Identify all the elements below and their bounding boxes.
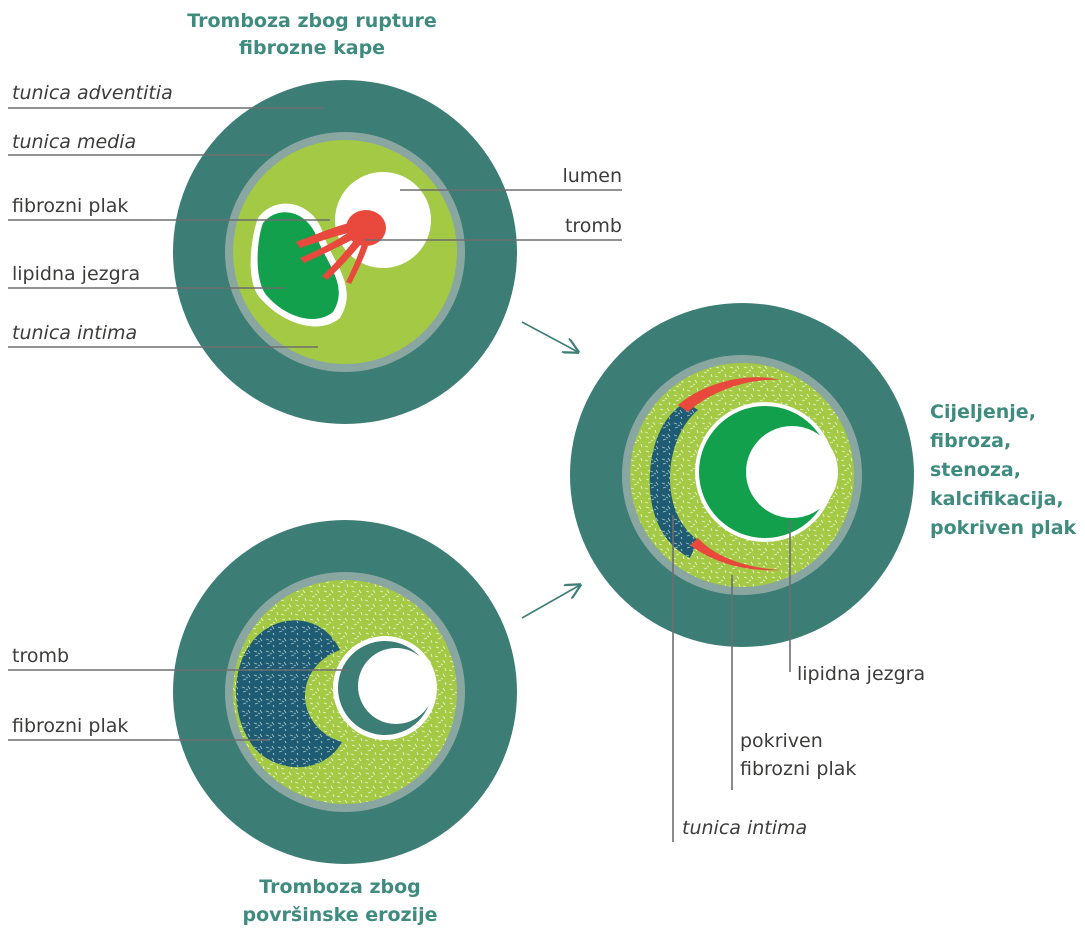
thrombus — [296, 210, 386, 284]
label-tunica-intima: tunica intima — [12, 322, 137, 344]
vessel-erosion — [173, 520, 517, 864]
label-lipidna-jezgra-right: lipidna jezgra — [797, 663, 925, 685]
label-lumen: lumen — [562, 165, 622, 187]
title-healing: Cijeljenje, fibroza, stenoza, kalcifikac… — [930, 401, 1077, 539]
vessel-rupture — [173, 80, 517, 424]
lumen — [358, 648, 434, 724]
healed-thrombus-bottom — [690, 538, 780, 571]
label-tromb-bottom: tromb — [12, 645, 69, 667]
label-pokriven-line2: fibrozni plak — [740, 758, 856, 780]
healed-thrombus-top — [678, 377, 780, 412]
label-tunica-intima-right: tunica intima — [682, 817, 807, 839]
bottom-leaders — [8, 669, 348, 741]
arrow-to-healing-top — [521, 321, 578, 352]
label-fibrozni-plak-bottom: fibrozni plak — [12, 715, 128, 737]
vessel-healing — [570, 303, 914, 647]
label-tromb: tromb — [565, 215, 622, 237]
title-healing-line4: kalcifikacija, — [930, 488, 1064, 510]
right-leaders — [672, 515, 791, 842]
title-erosion-line1: Tromboza zbog — [259, 876, 421, 898]
label-tunica-adventitia: tunica adventitia — [12, 82, 173, 104]
label-pokriven-line1: pokriven — [740, 730, 823, 752]
lipid-core — [257, 212, 339, 320]
title-erosion-line2: površinske erozije — [243, 904, 438, 926]
top-leaders — [8, 107, 622, 348]
title-healing-line3: stenoza, — [930, 459, 1021, 481]
title-healing-line5: pokriven plak — [930, 517, 1077, 539]
title-healing-line2: fibroza, — [930, 430, 1011, 452]
label-lipidna-jezgra: lipidna jezgra — [12, 263, 140, 285]
title-healing-line1: Cijeljenje, — [930, 401, 1036, 423]
title-rupture-line1: Tromboza zbog rupture — [187, 10, 437, 32]
label-tunica-media: tunica media — [12, 131, 136, 153]
lumen — [746, 426, 838, 518]
label-fibrozni-plak: fibrozni plak — [12, 195, 128, 217]
arrow-to-healing-bottom — [521, 585, 580, 619]
title-rupture-line2: fibrozne kape — [239, 37, 385, 59]
